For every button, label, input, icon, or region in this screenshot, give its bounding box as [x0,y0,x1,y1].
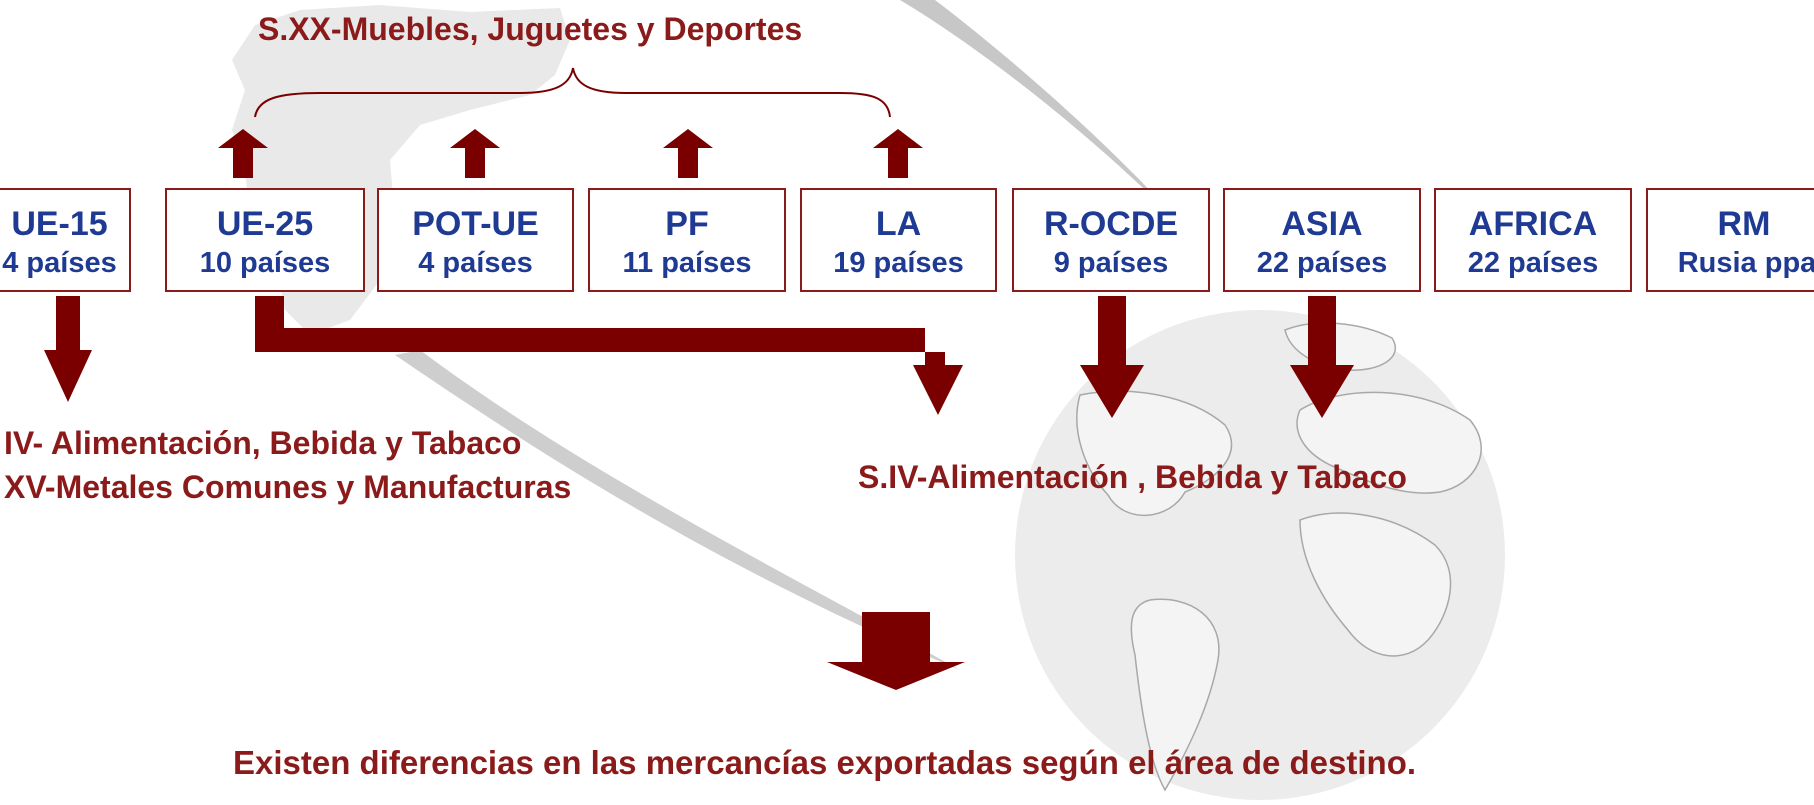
region-box-ue25: UE-25 10 países [165,188,365,292]
swoosh-bottom [395,350,960,670]
up-arrows [218,129,923,178]
down-arrow-rocde [1080,296,1144,418]
up-arrow-ue25 [218,129,268,178]
up-arrow-pf [663,129,713,178]
region-count: 19 países [833,247,964,279]
region-box-r-ocde: R-OCDE 9 países [1012,188,1210,292]
region-code: RM [1717,205,1771,243]
down-arrow-conclusion [827,612,965,690]
region-code: LA [875,205,922,243]
region-code: UE-25 [216,205,314,243]
globe-watermark [1015,310,1505,800]
region-code: PF [665,205,709,243]
region-code: R-OCDE [1043,205,1179,243]
conclusion-text: Existen diferencias en las mercancías ex… [233,744,1417,781]
region-code: POT-UE [412,205,539,243]
down-arrows [44,296,1354,690]
down-arrow-asia [1290,296,1354,418]
up-arrow-la [873,129,923,178]
region-box-africa: AFRICA 22 países [1434,188,1632,292]
left-sector-label-line1: IV- Alimentación, Bebida y Tabaco [4,425,522,461]
region-count: 10 países [199,247,331,279]
right-sector-label: S.IV-Alimentación , Bebida y Tabaco [858,459,1407,495]
region-box-la: LA 19 países [800,188,997,292]
region-count: Rusia ppa [1677,247,1814,279]
region-count: 22 países [1467,247,1599,279]
region-box-pot-ue: POT-UE 4 países [377,188,574,292]
region-count: 4 países [2,247,117,279]
region-box-ue15: UE-15 4 países [0,188,131,292]
left-sector-label-line2: XV-Metales Comunes y Manufacturas [4,469,572,505]
brace [254,67,891,118]
region-count: 11 países [622,247,752,279]
region-code: UE-15 [11,205,108,243]
down-arrow-ue25-elbow [255,296,963,415]
region-box-rm: RM Rusia ppa [1646,188,1814,292]
region-code: ASIA [1281,205,1363,243]
region-box-asia: ASIA 22 países [1223,188,1421,292]
top-sector-label: S.XX-Muebles, Juguetes y Deportes [258,11,803,47]
region-count: 4 países [418,247,533,279]
up-arrow-potue [450,129,500,178]
region-code: AFRICA [1468,205,1598,243]
region-count: 22 países [1256,247,1388,279]
region-count: 9 países [1053,247,1169,279]
down-arrow-ue15 [44,296,92,402]
region-box-pf: PF 11 países [588,188,786,292]
